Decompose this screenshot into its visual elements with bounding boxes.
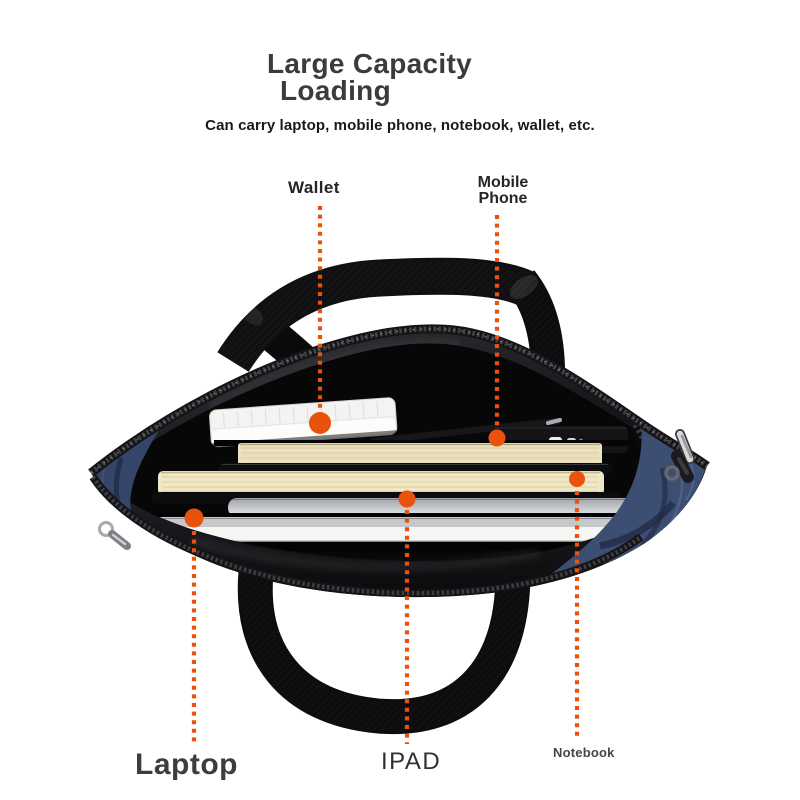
- bag-front-panel: [91, 464, 707, 598]
- laptop-marker-dot: [184, 508, 204, 528]
- ipad-item: [228, 498, 640, 517]
- notebook-label: Notebook: [553, 745, 615, 760]
- page-title: Large Capacity Loading: [267, 48, 472, 106]
- mobile-phone-label-line-2: Phone: [478, 190, 528, 207]
- title-line-2: Loading: [280, 75, 391, 106]
- zipper-pull: [664, 429, 695, 483]
- mobile-phone-label-line-1: Mobile: [477, 174, 529, 191]
- notebook-marker-dot: [569, 471, 585, 487]
- zipper-slider-left: [98, 521, 131, 550]
- mobile-phone-label: Mobile Phone: [470, 175, 536, 207]
- subtitle: Can carry laptop, mobile phone, notebook…: [205, 117, 595, 134]
- laptop-label: Laptop: [135, 748, 238, 781]
- top-handle: [217, 257, 565, 378]
- zipper-teeth-bottom: [89, 474, 644, 598]
- wallet-label: Wallet: [288, 178, 340, 197]
- pen-item: [370, 417, 562, 445]
- title-line-1: Large Capacity: [267, 48, 472, 79]
- bag-body: [91, 328, 707, 598]
- zipper-teeth-top: [88, 324, 710, 477]
- notebook-item-1: [218, 443, 612, 474]
- ipad-marker-dot: [398, 490, 416, 508]
- mobile-phone-marker-dot: [488, 429, 506, 447]
- ipad-label: IPAD: [381, 748, 442, 775]
- wallet-marker-dot: [309, 412, 331, 434]
- annotation-leaders: [184, 206, 585, 745]
- laptop-item: [110, 513, 658, 551]
- bag-contents: [100, 343, 697, 562]
- bottom-handle: [237, 570, 531, 735]
